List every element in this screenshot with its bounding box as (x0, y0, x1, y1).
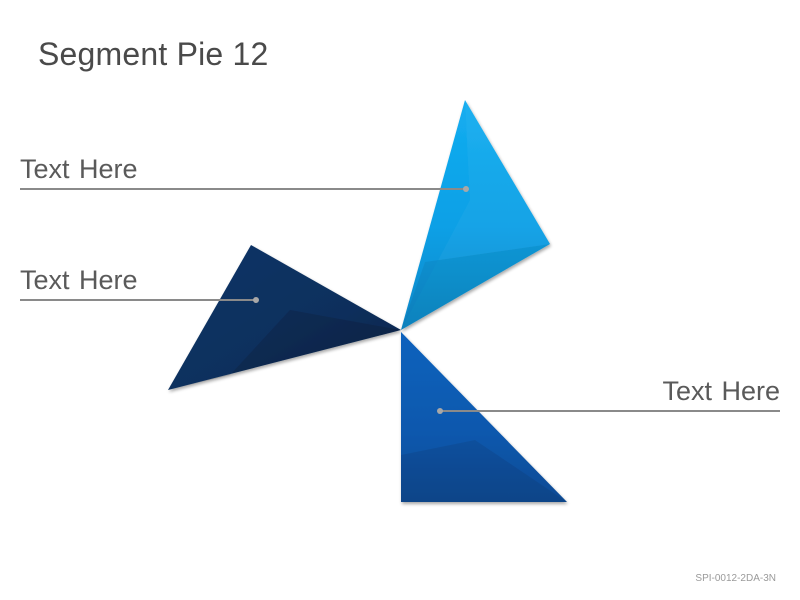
leader-line-2 (20, 297, 259, 303)
leader-line-1 (20, 186, 469, 192)
segment-label-3: Text Here (662, 376, 780, 406)
segment-royal-blue (401, 332, 567, 502)
segment-label-2: Text Here (20, 265, 138, 295)
segment-navy (168, 245, 401, 390)
segment-label-1: Text Here (20, 154, 138, 184)
segment-light-blue (401, 100, 550, 330)
leader-line-3 (437, 408, 780, 414)
footer-code: SPI-0012-2DA-3N (695, 573, 776, 584)
slide-title: Segment Pie 12 (38, 36, 269, 72)
